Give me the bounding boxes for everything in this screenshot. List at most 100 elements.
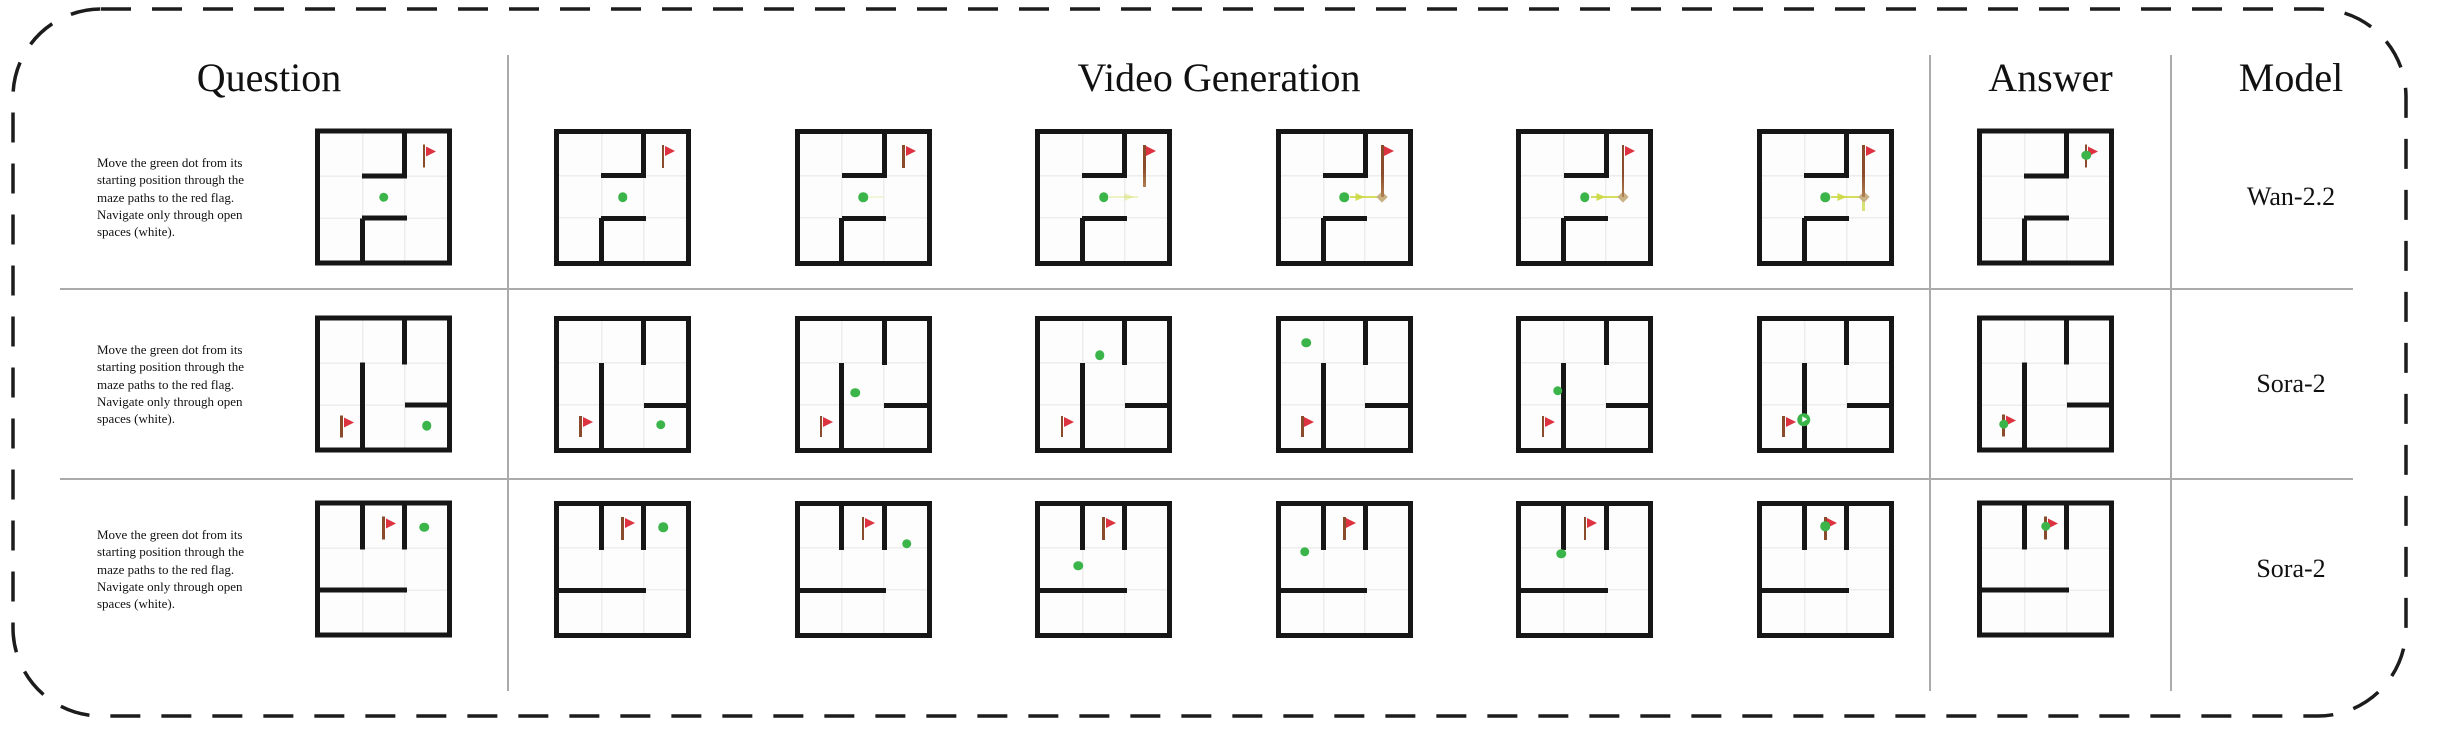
path-arrow-icon — [1837, 193, 1847, 201]
maze-wall — [359, 362, 365, 450]
red-flag-icon — [624, 518, 635, 529]
maze-wall — [402, 505, 408, 550]
red-flag-icon — [1384, 146, 1395, 157]
maze — [1756, 128, 1894, 266]
maze-wall — [402, 320, 408, 365]
maze-wall — [359, 505, 365, 550]
maze-wall — [1280, 587, 1368, 593]
flag-pole — [422, 144, 426, 168]
video-frames — [508, 479, 1930, 659]
flag-pole — [382, 516, 385, 540]
divider-row1-row2 — [60, 288, 2353, 290]
video-frame-1 — [554, 128, 691, 266]
maze-wall — [1761, 587, 1849, 593]
red-flag-icon — [1586, 518, 1597, 529]
question-text: Move the green dot from its starting pos… — [97, 526, 244, 611]
header-model: Model — [2238, 55, 2344, 100]
maze-wall — [1844, 320, 1850, 365]
maze-wall — [2024, 173, 2069, 179]
maze-wall — [1844, 505, 1850, 550]
divider-row2-row3 — [60, 478, 2353, 480]
video-frame-5 — [1516, 315, 1654, 453]
video-frame-4 — [1275, 128, 1413, 266]
red-flag-icon — [426, 146, 437, 157]
maze-wall — [320, 587, 407, 593]
video-frame-4 — [1275, 500, 1413, 638]
maze — [554, 500, 691, 638]
maze-wall — [839, 362, 845, 450]
maze-wall — [1563, 173, 1609, 179]
question-text: Move the green dot from its starting pos… — [97, 154, 244, 239]
maze-wall — [1603, 133, 1609, 178]
maze-wall — [641, 133, 647, 178]
maze-wall — [1079, 362, 1085, 450]
maze — [554, 128, 691, 266]
red-flag-icon — [582, 417, 593, 428]
flag-pole — [1143, 144, 1146, 187]
path-arrow-icon — [1596, 193, 1606, 201]
maze-wall — [359, 218, 365, 263]
flag-pole — [861, 516, 865, 540]
path-arrow-icon — [1124, 193, 1134, 201]
maze — [1035, 500, 1173, 638]
green-dot — [2081, 150, 2091, 160]
maze-wall — [362, 173, 407, 179]
maze-wall — [1124, 402, 1170, 408]
question-maze — [315, 500, 452, 638]
answer-maze — [1977, 128, 2114, 266]
maze-wall — [1563, 215, 1609, 221]
green-dot — [1998, 419, 2009, 429]
maze-wall — [1320, 505, 1326, 550]
red-flag-icon — [1785, 417, 1796, 428]
maze — [794, 315, 932, 453]
path-arrow-icon — [1355, 193, 1365, 201]
maze-wall — [601, 173, 646, 179]
flag-pole — [1583, 516, 1587, 540]
maze-wall — [1122, 133, 1128, 178]
flag-pole — [340, 415, 343, 438]
maze-wall — [1320, 218, 1326, 263]
maze-wall — [402, 133, 408, 178]
maze — [794, 500, 932, 638]
green-dot — [1820, 192, 1831, 202]
green-dot — [850, 388, 861, 398]
green-dot — [1301, 337, 1311, 348]
maze-wall — [1804, 215, 1849, 221]
maze-wall — [1844, 133, 1850, 178]
maze-wall — [641, 505, 647, 550]
maze-wall — [881, 505, 887, 550]
maze-wall — [643, 402, 688, 408]
flag-pole — [1862, 144, 1865, 197]
maze-wall — [601, 215, 646, 221]
answer-maze — [1977, 315, 2114, 453]
header-video-generation: Video Generation — [1077, 55, 1361, 100]
video-frames — [508, 290, 1930, 478]
maze-wall — [884, 402, 929, 408]
video-frame-3 — [1035, 128, 1173, 266]
maze-wall — [1323, 173, 1368, 179]
maze-wall — [1079, 218, 1085, 263]
red-flag-icon — [385, 518, 396, 529]
green-dot — [378, 192, 389, 202]
maze — [315, 500, 452, 638]
table-row-2: Move the green dot from its starting pos… — [0, 290, 2459, 478]
red-flag-icon — [665, 146, 676, 157]
flag-pole — [1102, 516, 1105, 540]
red-flag-icon — [1146, 146, 1157, 157]
green-dot — [617, 192, 628, 202]
green-dot — [858, 192, 868, 202]
maze-wall — [1603, 320, 1609, 365]
flag-pole — [621, 516, 624, 540]
maze — [1977, 500, 2114, 638]
video-frame-4 — [1275, 315, 1413, 453]
video-frame-5 — [1516, 500, 1654, 638]
video-frame-3 — [1035, 500, 1173, 638]
maze — [1977, 128, 2114, 266]
video-frame-6 — [1756, 315, 1894, 453]
maze-wall — [1082, 173, 1127, 179]
maze — [794, 128, 932, 266]
red-flag-icon — [2005, 415, 2016, 426]
maze-wall — [1362, 133, 1368, 178]
maze-wall — [1362, 320, 1368, 365]
maze — [1756, 315, 1894, 453]
